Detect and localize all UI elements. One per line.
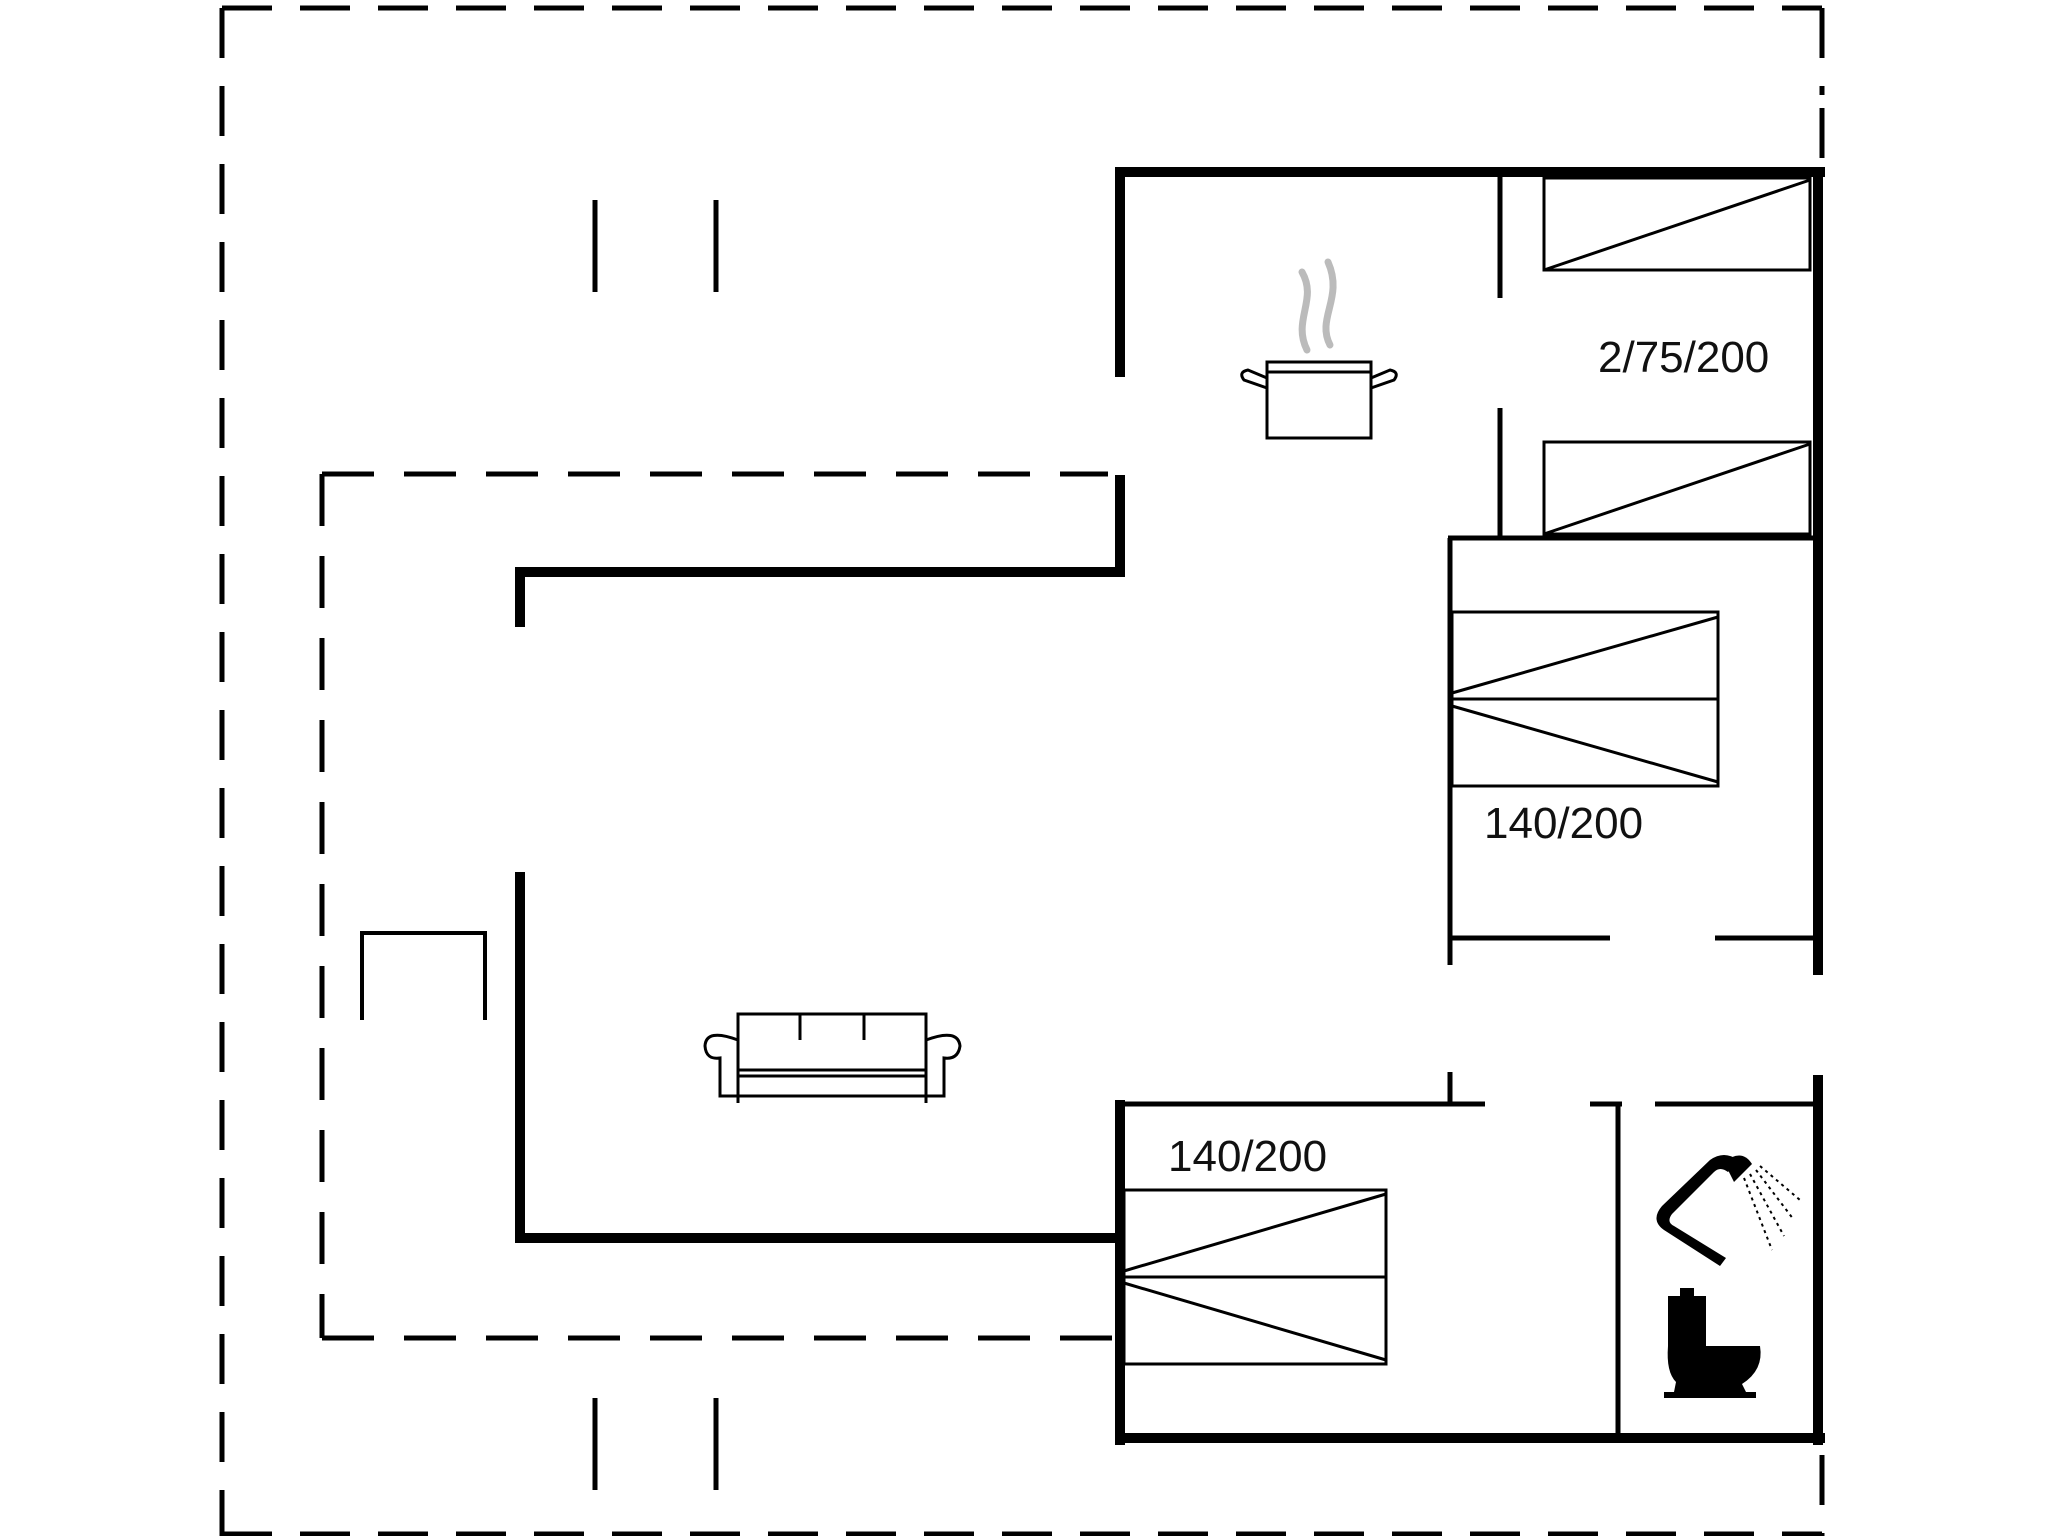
shower-icon (1656, 1155, 1801, 1266)
double-bed-east-size-label: 140/200 (1484, 799, 1643, 848)
outer-boundary (219, 5, 1825, 1536)
bunk-bed-size-label: 2/75/200 (1598, 333, 1769, 382)
toilet-icon (1664, 1288, 1761, 1398)
bunk-bed-icon (1542, 176, 1812, 536)
sofa-icon (703, 1012, 962, 1103)
interior-walls (1119, 176, 1818, 1440)
double-bed-south-size-label: 140/200 (1168, 1132, 1327, 1181)
double-bed-south-icon (1122, 1188, 1388, 1366)
cooking-pot-icon (1240, 258, 1398, 440)
window-marks (592, 200, 719, 1490)
outdoor-table-icon (360, 931, 487, 1020)
double-bed-east-icon (1450, 610, 1720, 788)
terrace-outline (319, 471, 1122, 1341)
